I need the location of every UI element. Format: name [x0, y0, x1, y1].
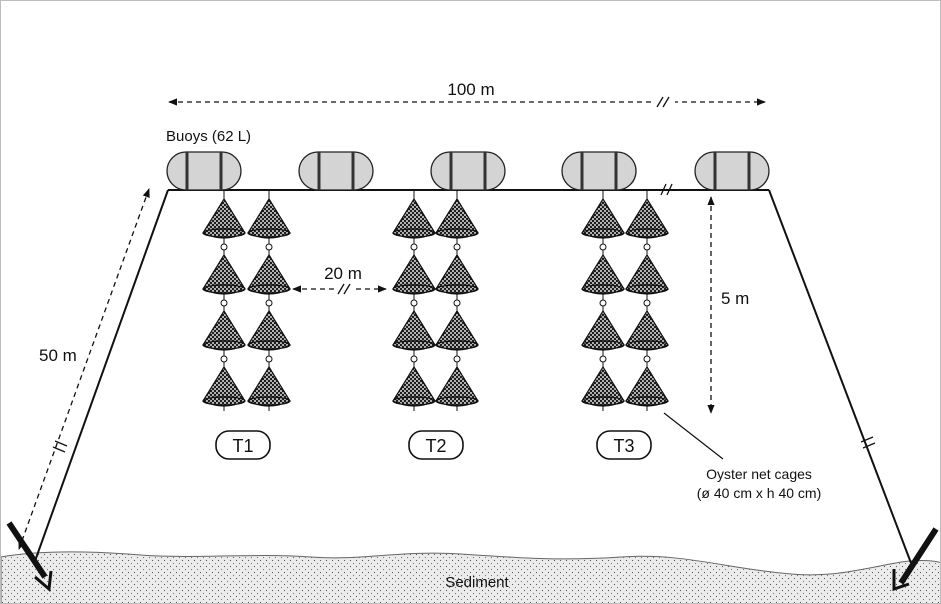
oyster-cage — [625, 253, 669, 307]
buoy — [694, 151, 770, 191]
treatment-label-t3: T3 — [596, 430, 652, 460]
oyster-cage — [202, 309, 246, 363]
oyster-cage — [581, 309, 625, 363]
longline — [34, 189, 912, 564]
oyster-cage — [435, 253, 479, 307]
sediment-label: Sediment — [445, 574, 509, 591]
oyster-cage — [625, 197, 669, 251]
oyster-cage — [202, 197, 246, 251]
spacing-label: 20 m — [324, 264, 362, 283]
oyster-cage — [625, 365, 669, 407]
buoy — [166, 151, 242, 191]
dimension-anchor-line: 50 m — [18, 188, 150, 550]
buoys — [166, 151, 770, 191]
dimension-spacing: 20 m — [292, 264, 387, 295]
oyster-cage — [392, 197, 436, 251]
buoy — [561, 151, 637, 191]
cages-label-line2: (ø 40 cm x h 40 cm) — [697, 485, 821, 501]
depth-label: 5 m — [721, 289, 749, 308]
sediment-floor — [1, 551, 940, 603]
oyster-cage — [247, 365, 291, 407]
oyster-cage — [392, 365, 436, 407]
cages-label-line1: Oyster net cages — [706, 466, 812, 482]
oyster-cage — [202, 365, 246, 407]
anchor-left — [6, 521, 53, 592]
cages-annotation: Oyster net cages (ø 40 cm x h 40 cm) — [663, 412, 821, 501]
treatment-text: T1 — [232, 436, 253, 456]
length-label: 100 m — [447, 80, 494, 99]
oyster-cage — [625, 309, 669, 363]
oyster-cage — [247, 309, 291, 363]
treatment-text: T3 — [613, 436, 634, 456]
oyster-cage — [435, 309, 479, 363]
buoy — [298, 151, 374, 191]
dimension-length: 100 m — [168, 80, 766, 108]
treatment-label-t2: T2 — [408, 430, 464, 460]
treatment-labels: T1 T2 T3 — [215, 430, 652, 460]
oyster-cage — [581, 365, 625, 407]
treatment-text: T2 — [425, 436, 446, 456]
buoys-label: Buoys (62 L) — [166, 128, 251, 145]
oyster-cage — [392, 253, 436, 307]
anchor-line-label: 50 m — [39, 346, 77, 365]
oyster-cage — [392, 309, 436, 363]
oyster-cage — [247, 253, 291, 307]
oyster-cages — [202, 190, 669, 411]
oyster-cage — [247, 197, 291, 251]
buoy — [430, 151, 506, 191]
oyster-cage — [581, 197, 625, 251]
oyster-cage — [202, 253, 246, 307]
treatment-label-t1: T1 — [215, 430, 271, 460]
dimension-depth: 5 m — [707, 196, 749, 414]
oyster-cage — [581, 253, 625, 307]
anchor-right — [892, 527, 939, 592]
oyster-cage — [435, 365, 479, 407]
oyster-cage — [435, 197, 479, 251]
